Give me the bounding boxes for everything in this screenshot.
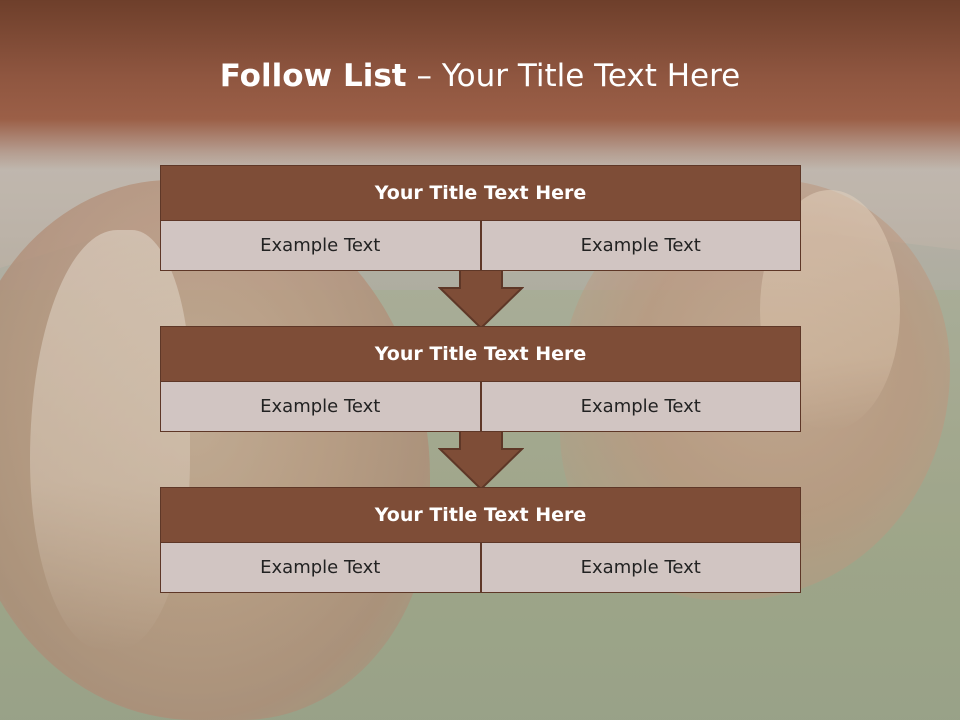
list-block-1: Your Title Text Here Example Text Exampl…: [160, 165, 801, 271]
down-arrow-icon: [438, 270, 524, 330]
block-row: Example Text Example Text: [160, 221, 801, 271]
block-title: Your Title Text Here: [160, 326, 801, 382]
block-cell-right: Example Text: [580, 235, 701, 256]
slide-title: Follow List – Your Title Text Here: [0, 56, 960, 96]
title-band: [0, 0, 960, 170]
block-cell-right: Example Text: [580, 396, 701, 417]
block-row: Example Text Example Text: [160, 382, 801, 432]
block-cell-right: Example Text: [580, 557, 701, 578]
block-row: Example Text Example Text: [160, 543, 801, 593]
list-block-2: Your Title Text Here Example Text Exampl…: [160, 326, 801, 432]
slide-title-rest: – Your Title Text Here: [406, 58, 741, 94]
block-cell-left: Example Text: [161, 221, 482, 270]
slide-title-bold: Follow List: [219, 58, 407, 94]
list-block-3: Your Title Text Here Example Text Exampl…: [160, 487, 801, 593]
block-title: Your Title Text Here: [160, 165, 801, 221]
block-title: Your Title Text Here: [160, 487, 801, 543]
block-cell-left: Example Text: [161, 543, 482, 592]
down-arrow-icon: [438, 431, 524, 491]
block-cell-left: Example Text: [161, 382, 482, 431]
